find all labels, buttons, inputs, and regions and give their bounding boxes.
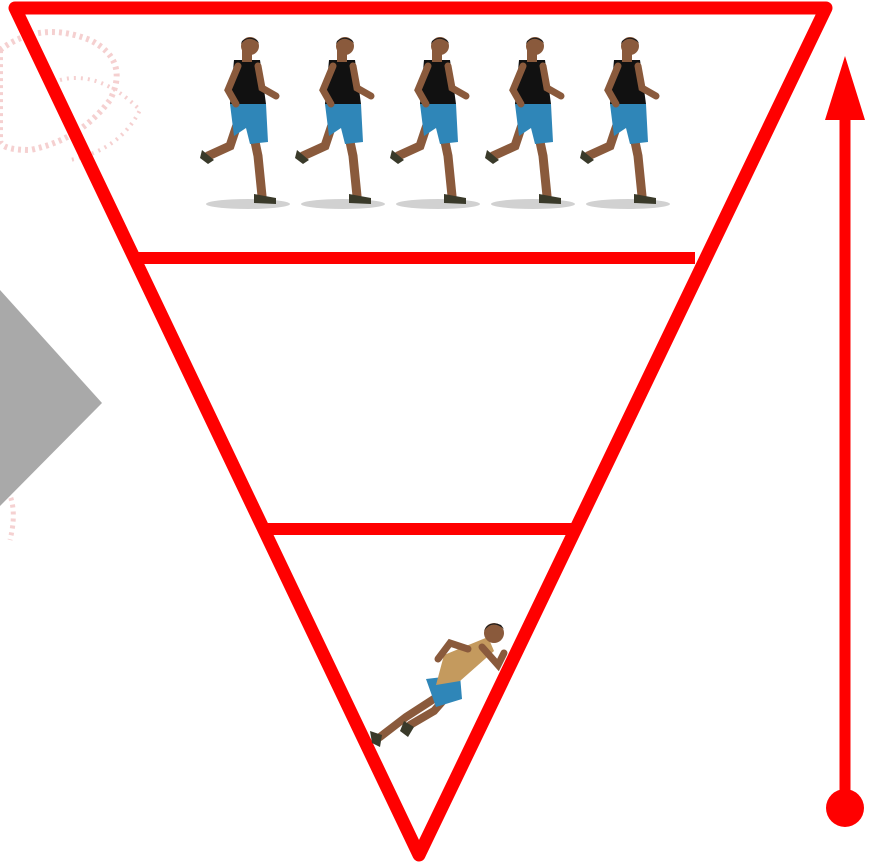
jogging-runner-icon — [200, 37, 290, 209]
jogging-runner-icon — [580, 37, 670, 209]
upward-arrow-icon — [825, 56, 865, 827]
top-tier-runners — [200, 37, 670, 209]
jogging-runner-icon — [485, 37, 575, 209]
jogging-runner-icon — [295, 37, 385, 209]
right-chevron-icon — [0, 290, 102, 506]
jogging-runner-icon — [390, 37, 480, 209]
